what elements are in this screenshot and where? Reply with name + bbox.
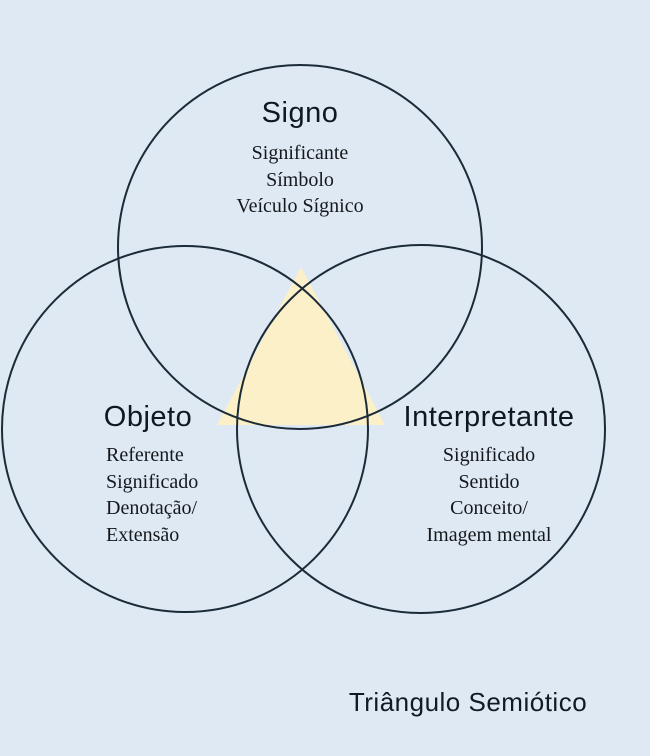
list-item: Denotação/ <box>106 497 198 519</box>
objeto-group: Objeto <box>48 400 248 434</box>
interpretante-items: Significado Sentido Conceito/ Imagem men… <box>369 442 609 548</box>
list-item: Símbolo <box>266 168 334 191</box>
interpretante-circle <box>236 244 606 614</box>
list-item: Sentido <box>458 470 520 493</box>
interpretante-label: Interpretante <box>403 401 575 433</box>
signo-items: Significante Símbolo Veículo Sígnico <box>150 140 450 220</box>
list-item: Significado <box>106 470 199 493</box>
diagram-title: Triângulo Semiótico <box>348 687 588 717</box>
center-triangle <box>217 267 385 425</box>
signo-circle <box>117 64 483 430</box>
objeto-items: Referente Significado Denotação/ Extensã… <box>106 442 306 548</box>
list-item: Extensão <box>106 523 180 546</box>
list-item: Significante <box>251 142 349 164</box>
objeto-circle <box>1 245 369 613</box>
list-item: Conceito/ <box>450 497 528 519</box>
signo-group: Signo Significante Símbolo Veículo Sígni… <box>150 96 450 220</box>
list-item: Veículo Sígnico <box>236 195 364 217</box>
objeto-label: Objeto <box>103 401 193 433</box>
signo-label: Signo <box>261 97 339 129</box>
list-item: Imagem mental <box>426 523 552 546</box>
interpretante-group: Interpretante <box>369 400 609 434</box>
list-item: Significado <box>442 444 536 466</box>
list-item: Referente <box>106 444 184 466</box>
